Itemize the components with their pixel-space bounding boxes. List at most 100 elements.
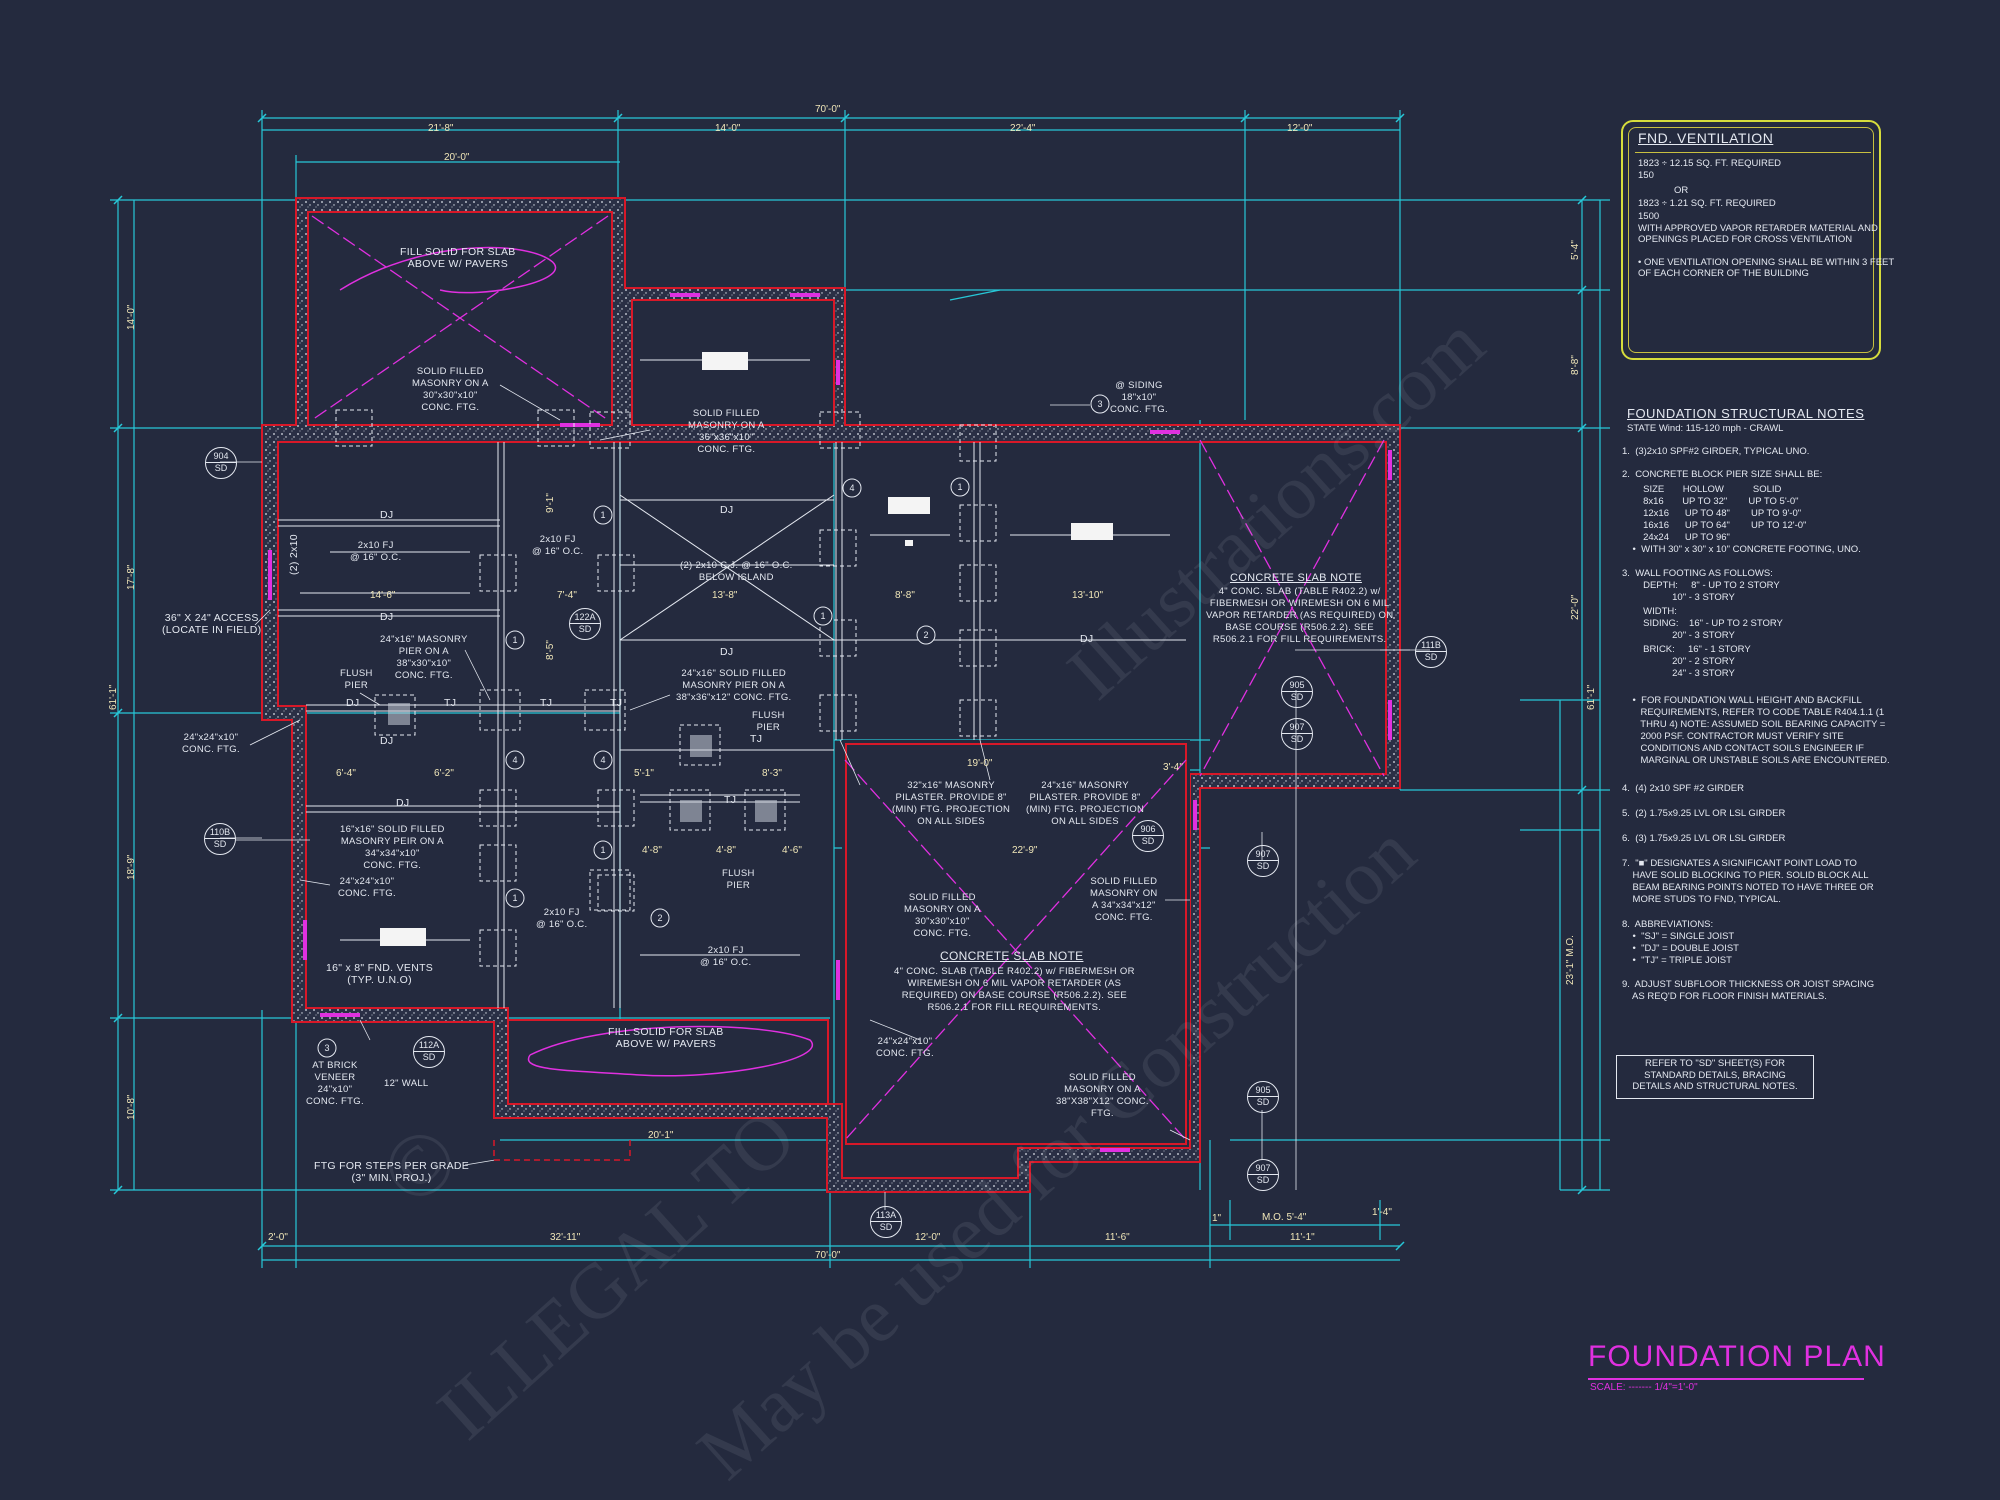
ventilation-line: 1823 ÷ 12.15 SQ. FT. REQUIRED (1638, 158, 1782, 169)
dim-interior: 13'-10" (1072, 590, 1104, 601)
svg-text:3: 3 (324, 1043, 329, 1053)
joist-label-tj: TJ (444, 697, 457, 709)
title-underline (1588, 1378, 1864, 1380)
dim-bottom-2: 32'-11" (550, 1232, 581, 1243)
slab-note-title: CONCRETE SLAB NOTE (940, 949, 1084, 963)
dim-overall-top: 70'-0" (815, 104, 841, 115)
dim-interior: 8'-5" (545, 640, 556, 660)
dim-right-overall: 61'-1" (1586, 684, 1597, 710)
floor-joist-note: 2x10 FJ @ 16" O.C. (700, 945, 752, 968)
structural-note-line: 9. ADJUST SUBFLOOR THICKNESS OR JOIST SP… (1622, 979, 1875, 990)
dim-interior: 9'-1" (545, 493, 556, 513)
ventilation-panel (1621, 120, 1881, 360)
structural-notes-subheading: STATE Wind: 115-120 mph - CRAWL (1627, 423, 1784, 434)
dim-left-4: 10'-8" (126, 1094, 137, 1120)
footing-24-note: 24"x24"x10" CONC. FTG. (876, 1036, 934, 1059)
ventilation-line: • ONE VENTILATION OPENING SHALL BE WITHI… (1638, 257, 1895, 268)
slab-note-body-2: 4" CONC. SLAB (TABLE R402.2) w/ FIBERMES… (1206, 586, 1394, 645)
svg-text:4: 4 (512, 755, 517, 765)
structural-note-line: 7. "■" DESIGNATES A SIGNIFICANT POINT LO… (1622, 858, 1857, 869)
joist-label-dj: DJ (720, 646, 734, 658)
note-circles (317, 394, 1110, 1058)
dim-right-3: 22'-0" (1570, 594, 1581, 620)
refer-sd-note: REFER TO "SD" SHEET(S) FOR STANDARD DETA… (1632, 1058, 1798, 1092)
dim-left-3: 18'-9" (126, 854, 137, 880)
section-cut-lines (220, 461, 1430, 1210)
structural-note-line: THRU 4) NOTE: ASSUMED SOIL BEARING CAPAC… (1622, 719, 1886, 730)
structural-note-line: • FOR FOUNDATION WALL HEIGHT AND BACKFIL… (1622, 695, 1862, 706)
slab-fill-x (311, 215, 1385, 1141)
ventilation-divider (1635, 152, 1871, 153)
structural-note-line: 1. (3)2x10 SPF#2 GIRDER, TYPICAL UNO. (1622, 446, 1810, 457)
floor-joist-note: 2x10 FJ @ 16" O.C. (536, 907, 588, 930)
structural-note-line: 3. WALL FOOTING AS FOLLOWS: (1622, 568, 1773, 579)
dim-interior: 4'-8" (642, 845, 662, 856)
solid-filled-30-note-2: SOLID FILLED MASONRY ON A 30"x30"x10" CO… (904, 892, 981, 939)
brick-footing-note: AT BRICK VENEER 24"x10" CONC. FTG. (306, 1060, 364, 1107)
joist-label-tj: TJ (750, 733, 763, 745)
ventilation-heading: FND. VENTILATION (1638, 130, 1774, 146)
structural-note-line: 20" - 3 STORY (1622, 630, 1735, 641)
dim-interior: 7'-4" (557, 590, 577, 601)
structural-note-line: 24" - 3 STORY (1622, 668, 1735, 679)
structural-note-line: 2000 PSF. CONTRACTOR MUST VERIFY SITE (1622, 731, 1844, 742)
dim-interior: 4'-6" (782, 845, 802, 856)
joist-label-tj: TJ (540, 697, 553, 709)
dim-interior: 4'-8" (716, 845, 736, 856)
dim-left-1: 14'-0" (126, 304, 137, 330)
flush-pier-note: FLUSH PIER (722, 868, 755, 891)
dim-interior: 13'-8" (712, 590, 738, 601)
dim-top-3: 22'-4" (1010, 123, 1036, 134)
siding-footing-note: @ SIDING 18"x10" CONC. FTG. (1110, 380, 1168, 415)
structural-note-line: 5. (2) 1.75x9.25 LVL OR LSL GIRDER (1622, 808, 1786, 819)
structural-note-line: SIZE HOLLOW SOLID (1622, 484, 1782, 495)
dim-overall-bottom: 70'-0" (815, 1250, 841, 1261)
wall-12-note: 12" WALL (384, 1078, 429, 1089)
structural-note-line: MARGINAL OR UNSTABLE SOILS ARE ENCOUNTER… (1622, 755, 1890, 766)
dim-interior: 20'-1" (648, 1130, 674, 1141)
svg-text:4: 4 (600, 755, 605, 765)
dim-bottom-5: 11'-1" (1290, 1232, 1315, 1243)
vent-marks (268, 293, 1392, 1152)
svg-text:2: 2 (657, 913, 662, 923)
fill-curve-bottom (527, 1025, 814, 1077)
structural-note-line: WIDTH: (1622, 606, 1677, 617)
joist-label-dj: DJ (346, 697, 360, 709)
svg-text:2: 2 (923, 630, 928, 640)
structural-note-line: 24x24 UP TO 96" (1622, 532, 1730, 543)
dim-top-2: 14'-0" (715, 123, 741, 134)
svg-text:1: 1 (600, 510, 605, 520)
svg-text:1: 1 (957, 482, 962, 492)
steps-footing-note: FTG FOR STEPS PER GRADE (3" MIN. PROJ.) (314, 1160, 470, 1184)
girder-label: (2) 2x10 (288, 534, 300, 575)
structural-note-line: • WITH 30" x 30" x 10" CONCRETE FOOTING,… (1622, 544, 1861, 555)
ventilation-line: OR (1674, 185, 1689, 196)
dim-interior: 14'-6" (370, 590, 396, 601)
flush-pier-note: FLUSH PIER (340, 668, 373, 691)
dim-right-1: 5'-4" (1570, 240, 1581, 260)
pier-16x16-note: 16"x16" SOLID FILLED MASONRY PEIR ON A 3… (340, 824, 445, 871)
drawing-title: FOUNDATION PLAN (1588, 1340, 1886, 1373)
dim-bottom-1: 2'-0" (268, 1232, 288, 1243)
crawl-x (619, 494, 835, 641)
svg-text:1: 1 (512, 893, 517, 903)
dim-right-small-1: 1'-4" (1372, 1207, 1392, 1218)
joist-label-dj: DJ (720, 504, 734, 516)
solid-filled-30-note: SOLID FILLED MASONRY ON A 30"x30"x10" CO… (412, 366, 489, 413)
structural-note-line: 6. (3) 1.75x9.25 LVL OR LSL GIRDER (1622, 833, 1786, 844)
joist-label-dj: DJ (1080, 633, 1094, 645)
svg-text:4: 4 (849, 483, 854, 493)
refer-sd-box (1616, 1055, 1814, 1099)
slab-note-title-2: CONCRETE SLAB NOTE (1230, 572, 1362, 584)
solid-filled-36-note: SOLID FILLED MASONRY ON A 36"x36"x10" CO… (688, 408, 765, 455)
access-note: 36" X 24" ACCESS (LOCATE IN FIELD) (162, 612, 262, 636)
steps-footing (493, 1140, 631, 1161)
drawing-scale: SCALE: ------- 1/4"=1'-0" (1590, 1382, 1698, 1393)
